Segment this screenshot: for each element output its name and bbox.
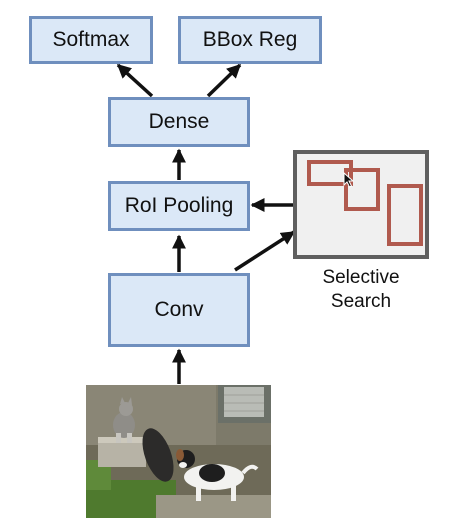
region-proposal-3: [387, 184, 423, 246]
region-proposal-2: [344, 168, 380, 211]
region-proposal-1: [307, 160, 353, 186]
conv-box: Conv: [108, 273, 250, 347]
input-image: [86, 385, 271, 518]
arrow-dense-to-bbox-reg: [206, 63, 242, 98]
roi-pooling-box: RoI Pooling: [108, 181, 250, 231]
selective-search-caption-line2: Search: [330, 291, 392, 312]
arrow-dense-to-softmax: [116, 63, 154, 98]
softmax-label: Softmax: [52, 28, 130, 51]
selective-search-caption-line1: Selective: [322, 267, 400, 288]
bbox-reg-box: BBox Reg: [178, 16, 322, 64]
arrow-conv-to-selective-search: [234, 230, 296, 272]
roi-pooling-label: RoI Pooling: [124, 194, 234, 217]
dense-label: Dense: [148, 110, 210, 133]
selective-search-caption: Selective Search: [286, 266, 436, 314]
softmax-box: Softmax: [29, 16, 153, 64]
conv-label: Conv: [154, 298, 204, 321]
cursor-icon: [343, 172, 355, 188]
selective-search-panel: [293, 150, 429, 259]
dense-box: Dense: [108, 97, 250, 147]
bbox-reg-label: BBox Reg: [202, 28, 298, 51]
cat-and-dog-photo: [86, 385, 271, 518]
